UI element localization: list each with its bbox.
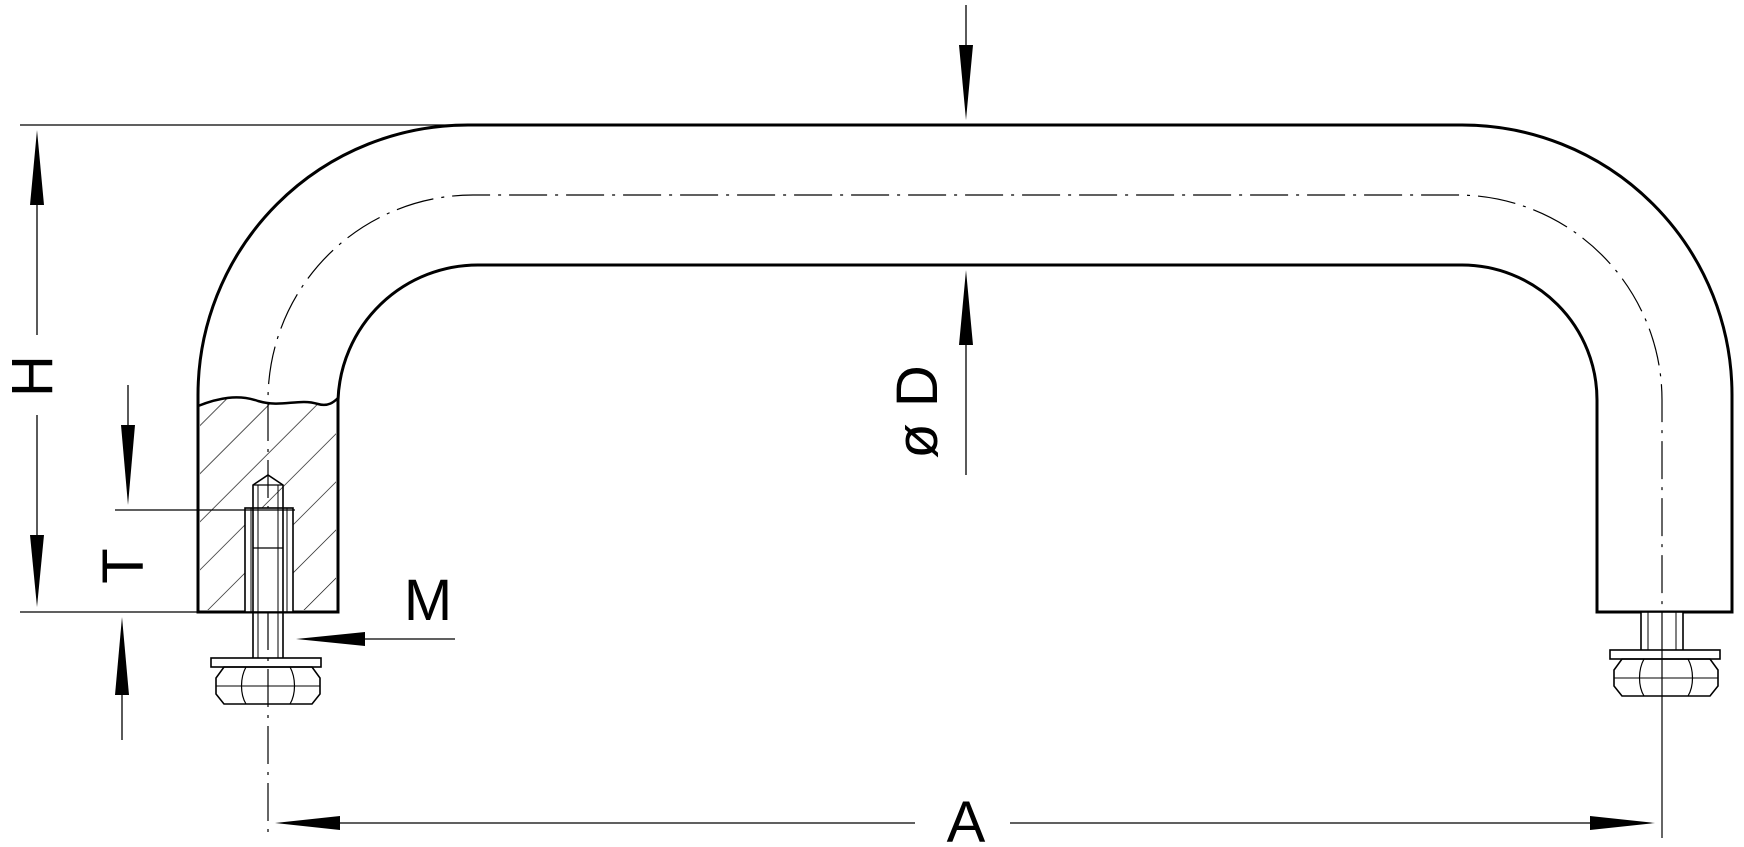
handle-outline [196, 123, 1734, 614]
dimension-t: T [91, 385, 295, 740]
dimension-t-label: T [91, 548, 156, 583]
dimension-h: H [0, 124, 460, 613]
left-leg-section [197, 396, 339, 613]
dimension-a-label: A [947, 790, 986, 847]
dimension-m-label: M [404, 568, 452, 633]
right-bolt [1609, 611, 1721, 697]
dimension-h-label: H [0, 355, 65, 397]
dimension-d-label: ø D [885, 365, 950, 458]
dimension-d: ø D [885, 5, 973, 475]
handle-centerline [267, 194, 1663, 612]
dimension-a: A [267, 612, 1663, 847]
dimension-m: M [296, 568, 455, 646]
